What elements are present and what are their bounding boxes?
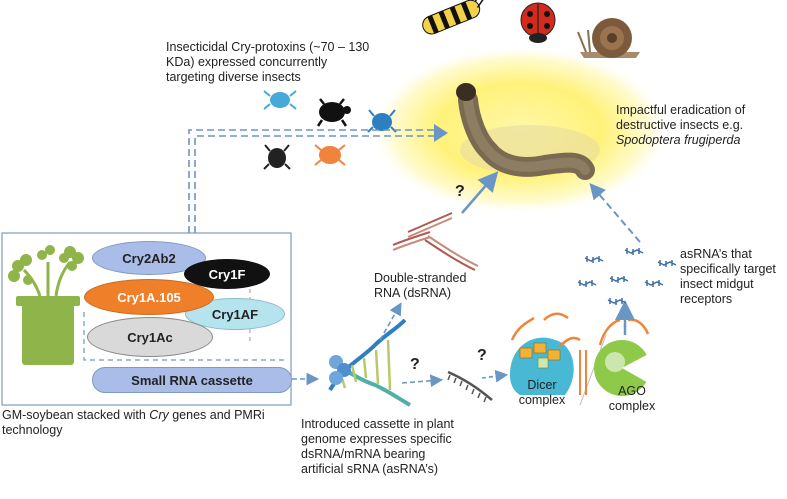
asrna-to-larva-arrow <box>589 182 641 243</box>
gene-cry1ac-label: Cry1Ac <box>127 329 173 345</box>
eradication-caption: Impactful eradication of destructive ins… <box>616 103 786 148</box>
beetle-icon-dark <box>263 144 291 170</box>
question-mark-srna: ? <box>477 347 487 364</box>
gene-cry1a105-label: Cry1A.105 <box>117 289 181 305</box>
beetle-icon-orange <box>314 144 346 166</box>
eradication-line-2: destructive insects e.g. <box>616 118 744 132</box>
gene-cry2ab2-label: Cry2Ab2 <box>122 250 176 266</box>
ssrna-fragment-icon <box>447 370 493 403</box>
larva-icon <box>456 83 595 180</box>
question-mark-dsrna: ? <box>455 183 465 200</box>
introduced-cassette-caption: Introduced cassette in plant genome expr… <box>301 417 454 476</box>
dicer-complex-label: Dicer complex <box>518 378 566 407</box>
cry-protoxins-caption: Insecticidal Cry-protoxins (~70 – 130 KD… <box>166 40 370 84</box>
dicer-complex-icon <box>510 312 581 395</box>
ladybug-icon <box>520 2 556 43</box>
gene-cry1f-label: Cry1F <box>208 266 246 282</box>
gene-cry1af-label: Cry1AF <box>211 306 259 322</box>
question-mark-helix: ? <box>410 356 420 373</box>
small-rna-cassette-label: Small RNA cassette <box>131 372 253 388</box>
srna-to-dicer-arrow <box>481 369 509 383</box>
asrna-fragments-icon <box>577 248 677 305</box>
dsrna-caption: Double-stranded RNA (dsRNA) <box>374 271 467 300</box>
dsrna-strands-icon <box>392 212 479 271</box>
snail-icon <box>577 18 640 58</box>
dna-helix-icon <box>328 318 412 407</box>
turtle-bug-icon-black <box>316 98 351 127</box>
cry-delivery-arrowhead <box>434 124 448 142</box>
dsrna-to-larva-arrow <box>461 171 499 214</box>
ago-complex-label: AGO complex <box>608 384 656 413</box>
beetle-icon-cyan <box>263 90 297 110</box>
helix-to-srna-arrow <box>401 374 444 388</box>
eradication-line-1: Impactful eradication of <box>616 103 746 117</box>
beetle-icon-blue <box>367 109 397 133</box>
soybean-plant-icon <box>8 245 84 365</box>
monarch-caterpillar-icon <box>422 0 487 35</box>
cry-delivery-arrow <box>188 129 435 233</box>
eradication-species: Spodoptera frugiperda <box>616 133 741 147</box>
small-rna-cassette: Small RNA cassette <box>92 367 292 393</box>
gene-cry1ac: Cry1Ac <box>87 317 213 357</box>
gene-cry1f: Cry1F <box>184 259 270 289</box>
gm-soybean-caption: GM-soybean stacked with Cry genes and PM… <box>2 408 265 437</box>
gene-connector <box>83 312 286 361</box>
helix-to-dsrna-arrow <box>379 302 402 341</box>
asrna-caption: asRNA’s that specifically target insect … <box>680 247 776 306</box>
complex-divider <box>579 334 607 406</box>
gene-cry1a105: Cry1A.105 <box>84 279 214 315</box>
ago-complex-icon <box>579 318 652 396</box>
